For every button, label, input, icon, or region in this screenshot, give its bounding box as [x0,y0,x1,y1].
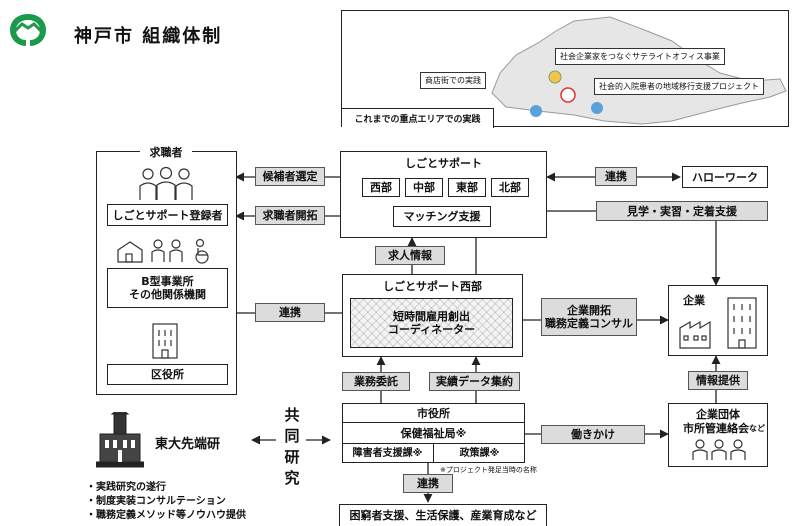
company-develop-tag: 企業開拓 職務定義コンサル [541,298,637,336]
hellowork-box: ハローワーク [682,166,768,188]
branch-tobu: 東部 [448,178,486,197]
joint-research-char-3: 研 [284,448,300,466]
factory-icon [679,297,757,349]
hatarakikake-tag: 働きかけ [541,425,645,444]
renkei-left-tag: 連携 [255,303,325,322]
matching-box: マッチング支援 [393,206,491,227]
map-label-chiiki: 社会的入院患者の地域移行支援プロジェクト [594,78,764,95]
map-label-shotengai: 商店街での実践 [420,72,486,89]
joint-research-label: 共 同 研 究 [279,405,305,489]
shigoto-west-title: しごとサポート西部 [383,279,482,293]
candidate-select-tag: 候補者選定 [255,167,325,186]
result-data-tag: 実績データ集約 [429,372,520,391]
branch-hokubu: 北部 [491,178,529,197]
renkei-hellowork-tag: 連携 [595,167,637,186]
business-consign-tag: 業務委託 [342,372,410,391]
disability-label: 障害者支援課※ [342,444,434,463]
joint-research-char-4: 究 [284,469,300,487]
b-type-line1: B型事業所 [141,275,194,288]
b-type-box: B型事業所 その他関係機関 [107,268,228,308]
registrant-box: しごとサポート登録者 [107,204,228,226]
renkei-bottom-tag: 連携 [403,474,453,493]
kobe-logo-icon [10,14,46,46]
rcast-bullets: ・実践研究の遂行 ・制度実装コンサルテーション ・職務定義メソッド等ノウハウ提供 [86,481,246,523]
coordinator-line1: 短時間雇用創出 [393,310,470,323]
job-seekers-title: 求職者 [140,145,192,159]
rcast-label: 東大先端研 [155,437,221,452]
company-title: 企業 [683,293,705,307]
joint-research-char-1: 共 [284,406,300,424]
coordinator-box: 短時間雇用創出 コーディネーター [350,298,513,348]
business-group-name: 市所管連絡会 [683,421,749,435]
b-type-line2: その他関係機関 [129,288,206,301]
city-hall-title: 市役所 [417,406,450,420]
map-caption: これまでの重点エリアでの実践 [342,108,494,128]
rcast-bullet-3: ・職務定義メソッド等ノウハウ提供 [86,510,246,521]
joint-research-char-2: 同 [284,427,300,445]
info-provide-tag: 情報提供 [688,371,748,390]
rcast-building-icon [96,412,144,468]
business-group-suffix: など [749,423,765,433]
branch-chubu: 中部 [405,178,443,197]
company-develop-line1: 企業開拓 [567,304,611,317]
business-group-line2: 市所管連絡会など [668,421,780,435]
tour-training-tag: 見学・実習・定着支援 [596,201,768,221]
business-group-panel [668,403,768,467]
company-panel [668,285,768,356]
branch-seibu: 西部 [362,178,400,197]
policy-label: 政策課※ [459,448,500,459]
bottom-services-box: 困窮者支援、生活保護、産業育成など [339,504,547,526]
people-icon [139,166,193,200]
ward-office-box: 区役所 [107,364,228,385]
coordinator-line2: コーディネーター [387,323,476,336]
company-develop-line2: 職務定義コンサル [545,317,633,330]
shigoto-support-title: しごとサポート [405,156,482,170]
seeker-develop-tag: 求職者開拓 [255,206,325,225]
page-title: 神戸市 組織体制 [74,26,223,47]
rcast-bullet-2: ・制度実装コンサルテーション [86,496,226,507]
city-hall-note: ※プロジェクト発足当時の名称 [440,466,537,474]
rcast-bullet-1: ・実践研究の遂行 [86,482,166,493]
map-label-satellite: 社会企業家をつなぐサテライトオフィス事業 [555,48,725,65]
map-panel: 社会企業家をつなぐサテライトオフィス事業 商店街での実践 社会的入院患者の地域移… [341,10,789,128]
ward-building-icon [152,323,178,359]
bureau-label: 保健福祉局※ [342,422,525,444]
job-info-tag: 求人情報 [375,246,445,265]
business-group-line1: 企業団体 [696,407,740,421]
group-people-icon [692,439,746,460]
facility-icon [117,238,209,264]
